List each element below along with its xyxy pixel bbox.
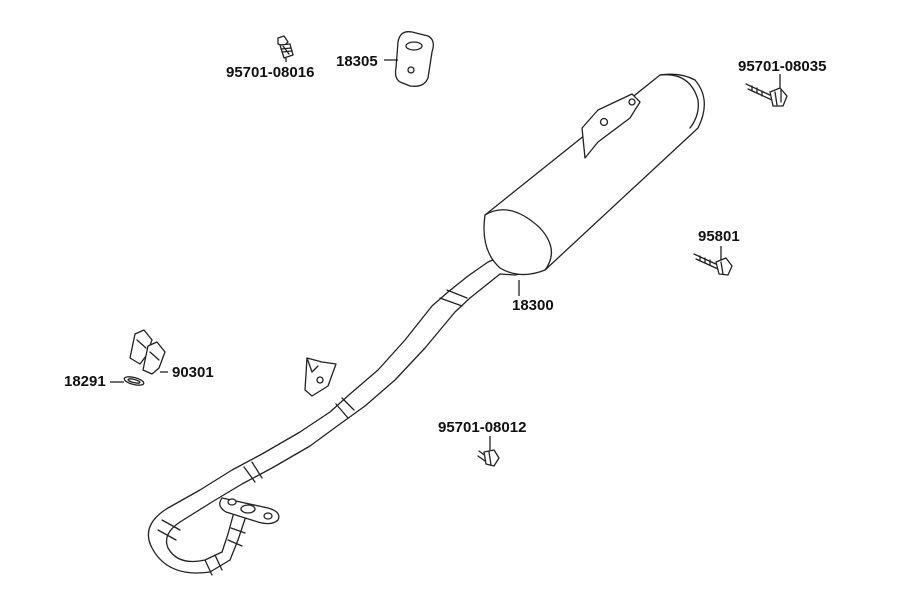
label-95701-08016: 95701-08016 — [226, 64, 314, 81]
bolt-95701-08016 — [277, 35, 294, 59]
clips-90301 — [129, 329, 166, 375]
label-18305: 18305 — [336, 53, 378, 70]
bolt-95701-08035 — [745, 83, 788, 107]
exhaust-pipe — [147, 273, 501, 576]
label-18300: 18300 — [512, 297, 554, 314]
muffler-body — [467, 73, 705, 277]
bolt-95801 — [693, 253, 733, 276]
label-95801: 95801 — [698, 228, 740, 245]
gasket-18291 — [123, 376, 145, 386]
label-18291: 18291 — [64, 373, 106, 390]
bolt-95701-08012 — [477, 449, 500, 467]
leader-lines — [110, 58, 781, 450]
label-90301: 90301 — [172, 364, 214, 381]
label-95701-08035: 95701-08035 — [738, 58, 826, 75]
part-labels: 95701-08016 18305 95701-08035 95801 1830… — [64, 53, 826, 436]
label-95701-08012: 95701-08012 — [438, 419, 526, 436]
pipe-bracket — [304, 357, 337, 397]
bracket-18305 — [394, 31, 434, 87]
